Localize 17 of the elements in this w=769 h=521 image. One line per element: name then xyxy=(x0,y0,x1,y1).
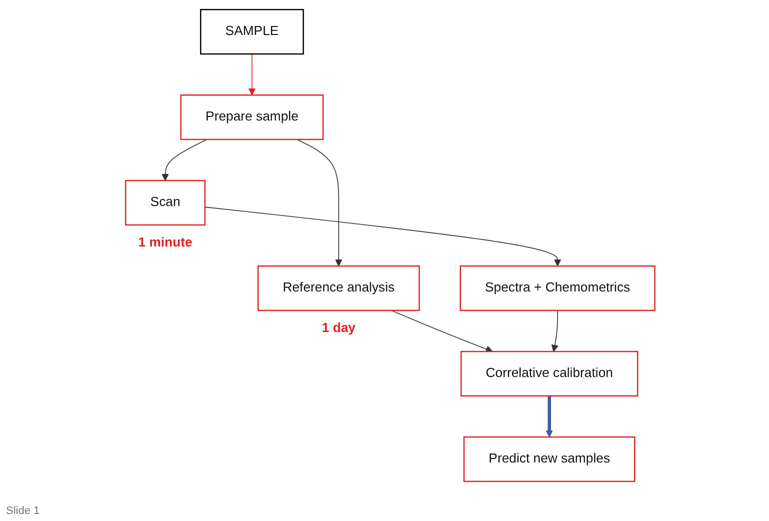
node-label: 1 minute xyxy=(138,235,193,250)
node-box: Correlative calibration xyxy=(460,350,639,396)
node-box: Scan xyxy=(125,179,206,226)
node-box: Spectra + Chemometrics xyxy=(460,264,656,311)
arrow xyxy=(552,310,559,352)
arrow xyxy=(296,138,343,266)
arrow xyxy=(391,310,494,352)
node-box: Prepare sample xyxy=(180,94,324,140)
node-box: SAMPLE xyxy=(200,8,304,54)
node-box: Reference analysis xyxy=(258,264,420,311)
arrow xyxy=(162,138,208,180)
arrow xyxy=(546,395,554,437)
node-box: Predict new samples xyxy=(464,436,636,482)
arrow xyxy=(204,206,562,266)
node-label: 1 day xyxy=(322,320,356,335)
arrow xyxy=(248,53,256,95)
slide-number: Slide 1 xyxy=(6,505,40,517)
